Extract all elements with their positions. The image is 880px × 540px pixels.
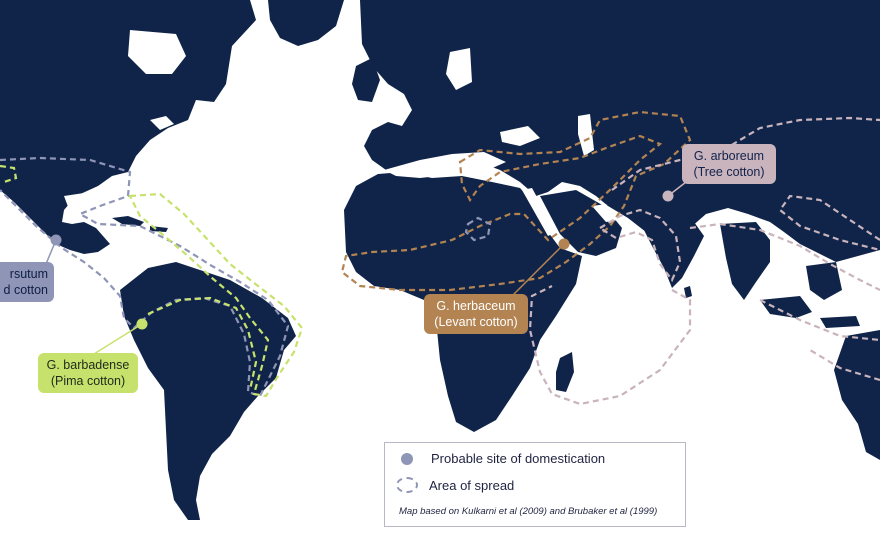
british-isles [352,58,380,102]
south-america [120,262,296,520]
species-common-name: (Pima cotton) [50,374,126,388]
species-common-name: (Tree cotton) [693,165,765,179]
dashed-ring-icon [396,477,418,493]
callout-arboreum: G. arboreum (Tree cotton) [682,144,776,184]
great-lakes [150,116,174,130]
species-common-name: d cotton [3,283,48,297]
australia [834,330,880,460]
baltic-sea [446,48,472,90]
black-sea [500,126,540,146]
legend-item-spread: Area of spread [395,477,514,493]
species-name: rsutum [9,267,48,281]
areas-of-spread [0,110,880,406]
arboreum-spread-india [597,208,682,283]
barbadense-spread-area [128,192,304,398]
barbadense-leader [93,323,143,355]
hudson-bay [128,30,186,74]
callout-herbaceum: G. herbaceum (Levant cotton) [424,294,528,334]
madagascar [556,352,574,392]
hirsutum-spread-area [0,156,290,398]
barbadense-spread-local [0,164,18,184]
landmasses [0,0,880,520]
indian-subcontinent [640,212,704,288]
herbaceum-spread-area [340,110,692,292]
herbaceum-leader [511,243,565,297]
species-name: G. barbadense [46,358,130,372]
north-america [0,0,256,254]
map-legend: Probable site of domestication Area of s… [384,442,686,527]
domestication-dot-icon [401,452,413,465]
eurasia [360,0,880,262]
caspian-sea [578,114,594,156]
red-sea [522,188,556,236]
species-name: G. arboreum [693,149,765,163]
southeast-asia [720,222,770,300]
callout-hirsutum: rsutum d cotton [0,262,54,302]
source-note: Map based on Kulkarni et al (2009) and B… [399,506,658,517]
arboreum-site-marker [662,190,674,202]
sri-lanka [684,286,692,298]
legend-item-domestication: Probable site of domestication [395,451,605,466]
species-name: G. herbaceum [436,299,516,313]
domestication-sites [45,181,687,355]
legend-label-domestication: Probable site of domestication [431,451,606,466]
inland-seas [64,30,618,236]
mediterranean-sea [384,152,506,178]
greenland [268,0,344,46]
legend-label-spread: Area of spread [429,477,515,493]
herbaceum-site-marker [558,238,570,250]
gulf-of-mexico [64,190,120,222]
maritime-southeast-asia [760,262,860,328]
arboreum-spread-area [528,116,880,406]
hirsutum-site-marker [50,234,62,246]
species-common-name: (Levant cotton) [434,315,518,329]
callout-barbadense: G. barbadense (Pima cotton) [38,353,138,393]
herbaceum-spread-nile [464,216,492,242]
barbadense-site-marker [136,318,148,330]
persian-gulf [592,204,618,222]
